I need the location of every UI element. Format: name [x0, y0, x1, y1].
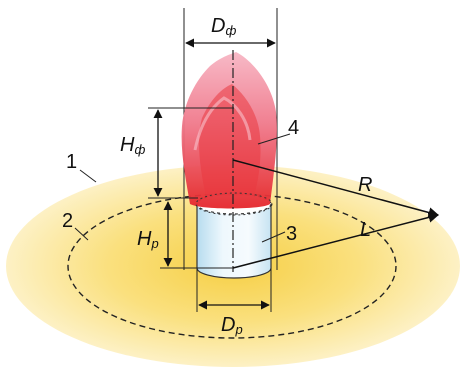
label-3: 3: [286, 223, 297, 245]
flame: [181, 52, 277, 209]
flame-base-ellipse: [195, 192, 273, 216]
l-vector: [232, 212, 440, 269]
zone-2-boundary: [67, 193, 397, 339]
label-4: 4: [288, 117, 299, 139]
pool-height-label: Hр: [137, 228, 159, 251]
leader-4: [257, 133, 291, 145]
flame-diameter-label: Dф: [211, 15, 236, 38]
leader-1: [79, 169, 97, 183]
flame-height-label: Hф: [120, 134, 145, 157]
l-label: L: [360, 219, 371, 241]
leader-3: [261, 231, 286, 243]
leader-2: [74, 227, 89, 241]
r-vector: [232, 159, 440, 218]
label-1: 1: [66, 151, 77, 173]
pool-diameter-label: Dр: [221, 314, 243, 337]
label-2: 2: [62, 210, 73, 232]
r-label: R: [358, 174, 372, 196]
